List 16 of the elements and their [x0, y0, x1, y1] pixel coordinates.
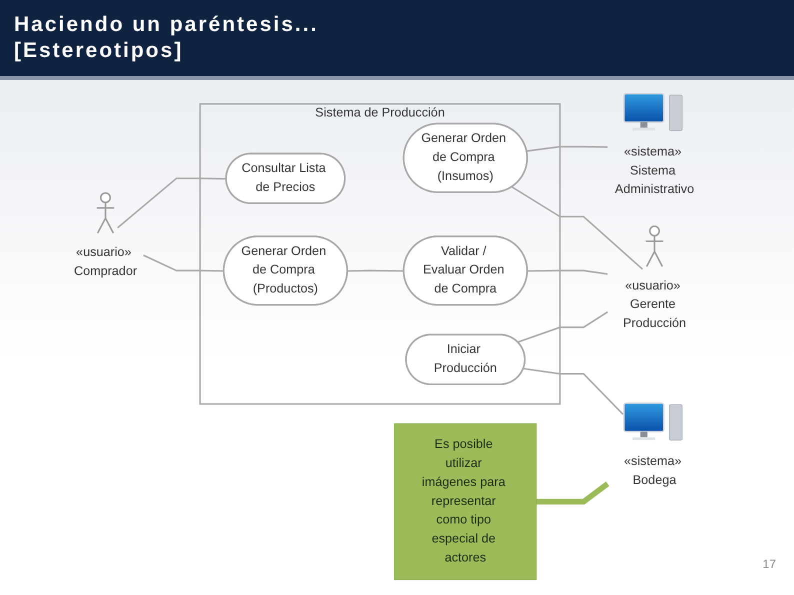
connector — [117, 178, 226, 228]
node-box: Es posible utilizar imágenes para representar como tipo especial de actores — [394, 423, 537, 580]
node-label: «usuario» Gerente Producción — [622, 279, 686, 330]
node-label: «sistema» Sistema Administrativo — [614, 145, 694, 196]
node-label: «usuario» Comprador — [74, 246, 138, 278]
node-label: «sistema» Bodega — [624, 454, 682, 487]
connector — [523, 368, 624, 415]
connector — [528, 270, 608, 275]
connector — [518, 311, 608, 343]
connector — [512, 186, 644, 270]
connector — [526, 146, 608, 152]
connector — [536, 482, 610, 504]
connector — [348, 270, 404, 272]
slide-title: Haciendo un paréntesis... [Estereotipos] — [14, 12, 320, 64]
page-number: 17 — [762, 557, 776, 571]
connector — [143, 254, 224, 272]
